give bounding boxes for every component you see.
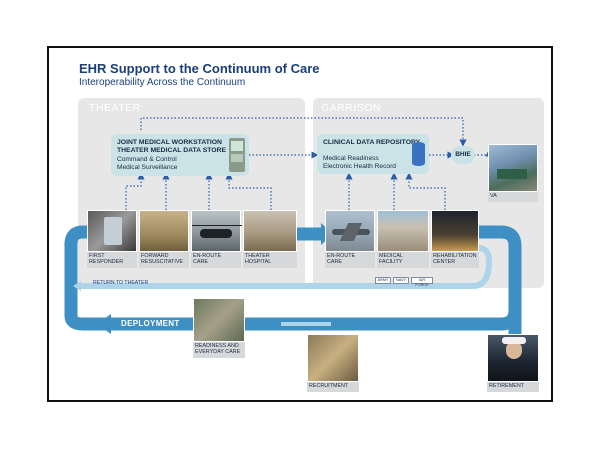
diagram-subtitle: Interoperability Across the Continuum	[79, 77, 246, 88]
database-icon	[412, 142, 425, 166]
rehabilitation-center-caption: REHABILITATION CENTER	[431, 252, 479, 268]
link-theater-hospital	[225, 172, 272, 210]
enroute-care-caption: EN-ROUTE CARE	[191, 252, 241, 268]
readiness-caption: READINESS AND EVERYDAY CARE	[193, 342, 245, 358]
medical-facility-line-2: FACILITY	[379, 259, 403, 265]
retirement-photo	[487, 334, 539, 382]
readiness-line-2: EVERYDAY CARE	[195, 349, 241, 355]
service-army: ARMY	[375, 277, 391, 284]
rehab-line-1: REHABILITATION	[433, 253, 477, 259]
garrison-enroute-line-2: CARE	[327, 259, 342, 265]
medical-facility-photo	[377, 210, 429, 252]
service-navy: NAVY	[393, 277, 409, 284]
theater-data-store: JOINT MEDICAL WORKSTATION THEATER MEDICA…	[111, 134, 249, 176]
va-photo	[488, 144, 538, 192]
link-rehab	[405, 172, 446, 210]
theater-hospital-photo	[243, 210, 297, 252]
enroute-helicopter-photo	[191, 210, 242, 252]
forward-line-1: FORWARD	[141, 253, 169, 259]
recruitment-caption: RECRUITMENT	[307, 382, 359, 392]
garrison-enroute-plane-photo	[325, 210, 375, 252]
loop-left-upper	[64, 315, 109, 331]
theater-hospital-line-1: THEATER	[245, 253, 270, 259]
theater-store-title-2: THEATER MEDICAL DATA STORE	[117, 147, 227, 154]
deployment-label: DEPLOYMENT	[121, 319, 180, 328]
rehab-outflow	[479, 225, 522, 334]
theater-store-line-1: Command & Control	[117, 156, 177, 163]
retirement-caption: RETIREMENT	[487, 382, 539, 392]
loop-up-arrowhead	[64, 234, 78, 244]
va-caption: VA	[488, 192, 538, 202]
theater-store-title-1: JOINT MEDICAL WORKSTATION	[117, 139, 222, 146]
medical-facility-line-1: MEDICAL	[379, 253, 403, 259]
cdr-line-1: Medical Readiness	[323, 155, 379, 162]
theater-hospital-caption: THEATER HOSPITAL	[243, 252, 297, 268]
link-first-responder	[125, 172, 145, 210]
first-responder-photo	[87, 210, 137, 252]
medical-facility-caption: MEDICAL FACILITY	[377, 252, 429, 268]
return-to-theater-band	[79, 245, 493, 289]
forward-line-2: RESUSCITATIVE	[141, 259, 184, 265]
diagram-title: EHR Support to the Continuum of Care	[79, 61, 320, 76]
readiness-line-1: READINESS AND	[195, 343, 239, 349]
first-responder-line-1: FIRST	[89, 253, 105, 259]
readiness-photo	[193, 298, 245, 342]
theater-store-line-2: Medical Surveillance	[117, 164, 178, 171]
garrison-enroute-caption: EN-ROUTE CARE	[325, 252, 375, 268]
rehab-line-2: CENTER	[433, 259, 456, 265]
service-air-force: AIR FORCE	[411, 277, 433, 287]
rehabilitation-center-photo	[431, 210, 479, 252]
deployment-band	[109, 309, 522, 331]
return-to-theater-label: RETURN TO THEATER	[93, 280, 149, 286]
forward-resuscitative-caption: FORWARD RESUSCITATIVE	[139, 252, 189, 268]
forward-resuscitative-photo	[139, 210, 189, 252]
return-arrowhead	[73, 281, 81, 291]
theater-hospital-line-2: HOSPITAL	[245, 259, 272, 265]
garrison-label: GARRISON	[321, 102, 382, 114]
workstation-icon	[229, 138, 245, 172]
flow-arrows	[64, 117, 522, 334]
diagram-frame: EHR Support to the Continuum of Care Int…	[47, 46, 553, 402]
cdr-title: CLINICAL DATA REPOSITORY	[323, 139, 421, 146]
cdr-line-2: Electronic Health Record	[323, 163, 396, 170]
clinical-data-repository: CLINICAL DATA REPOSITORY Medical Readine…	[317, 134, 429, 174]
theater-label: THEATER	[89, 102, 141, 114]
first-responder-line-2: RESPONDER	[89, 259, 124, 265]
first-responder-caption: FIRST RESPONDER	[87, 252, 137, 268]
enroute-line-2: CARE	[193, 259, 208, 265]
garrison-enroute-line-1: EN-ROUTE	[327, 253, 356, 259]
enroute-line-1: EN-ROUTE	[193, 253, 222, 259]
recruitment-photo	[307, 334, 359, 382]
link-top-loop	[140, 117, 467, 147]
bhie-node: BHIE	[451, 146, 475, 164]
link-bhie-to-va	[474, 149, 493, 157]
